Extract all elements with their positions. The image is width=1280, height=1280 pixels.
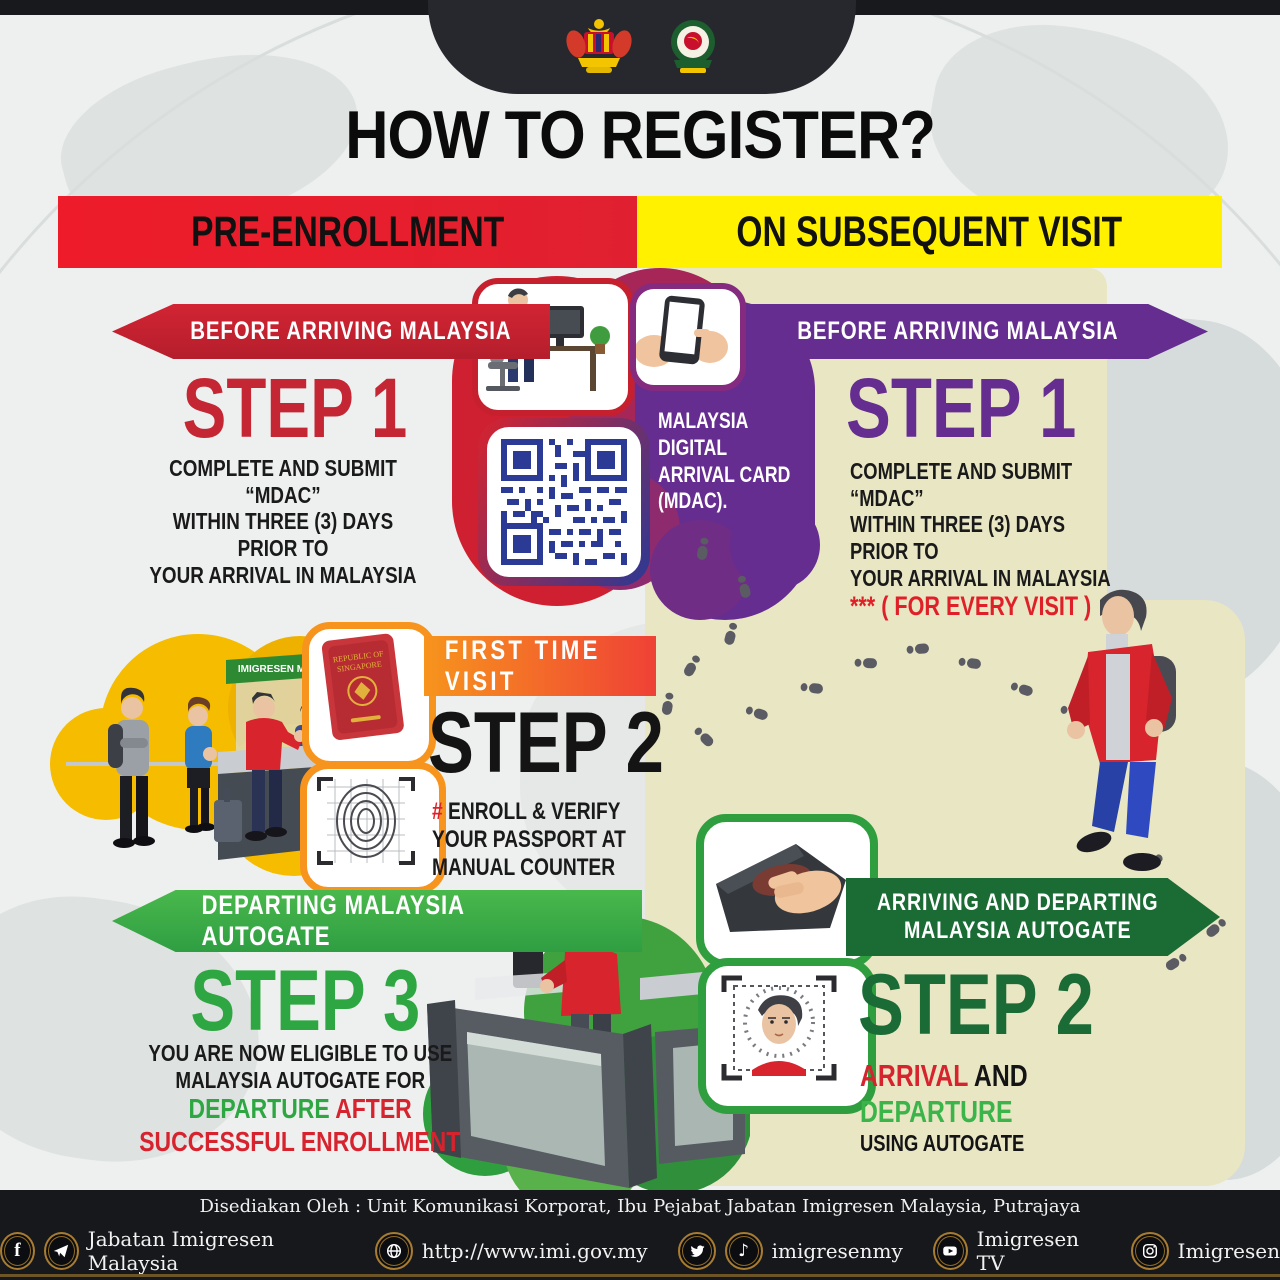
social-group-youtube: Imigresen TV xyxy=(932,1226,1101,1275)
card-fingerprint-scanner xyxy=(696,814,878,968)
social-label: imigresenmy xyxy=(771,1238,903,1263)
globe-icon[interactable] xyxy=(374,1231,413,1270)
sub-step1-title: STEP 1 xyxy=(846,361,1077,455)
facebook-icon[interactable]: f xyxy=(0,1231,35,1270)
tag-before-arriving-left: BEFORE ARRIVING MALAYSIA xyxy=(112,304,550,359)
tiktok-icon[interactable]: ♪ xyxy=(724,1231,763,1270)
fingerprint-scanner-illustration xyxy=(716,844,846,932)
social-label: Imigresen TV xyxy=(976,1226,1080,1275)
instagram-icon[interactable] xyxy=(1130,1231,1169,1270)
departure-word: DEPARTURE xyxy=(188,1093,330,1125)
mdac-label: MALAYSIA DIGITAL ARRIVAL CARD (MDAC). xyxy=(658,408,791,514)
social-label: http://www.imi.gov.my xyxy=(421,1238,648,1263)
card-qr-code xyxy=(478,418,650,586)
page-title: HOW TO REGISTER? xyxy=(345,97,936,173)
footer: Disediakan Oleh : Unit Komunikasi Korpor… xyxy=(0,1190,1280,1280)
walking-traveller-illustration xyxy=(1067,589,1176,871)
hash-mark: # xyxy=(432,798,443,825)
social-group-facebook-telegram: f Jabatan Imigresen Malaysia xyxy=(0,1227,345,1275)
footer-socials: f Jabatan Imigresen Malaysia http://www.… xyxy=(0,1227,1280,1275)
after-word: AFTER xyxy=(329,1093,412,1125)
malaysia-coat-of-arms-icon xyxy=(562,16,636,78)
banner-on-subsequent-visit: ON SUBSEQUENT VISIT xyxy=(637,196,1222,268)
imigresen-logo-icon xyxy=(664,16,722,78)
pre-step1-title: STEP 1 xyxy=(182,361,408,455)
pre-step3-desc: YOU ARE NOW ELIGIBLE TO USE MALAYSIA AUT… xyxy=(139,1040,461,1157)
card-mobile-mdac xyxy=(630,283,746,391)
face-scan-illustration xyxy=(721,975,837,1081)
social-group-twitter-tiktok: ♪ imigresenmy xyxy=(677,1231,903,1270)
pre-step2-desc: # ENROLL & VERIFY YOUR PASSPORT AT MANUA… xyxy=(432,798,626,881)
card-passport: REPUBLIC OF SINGAPORE xyxy=(302,622,436,768)
social-label: Jabatan Imigresen Malaysia xyxy=(87,1226,274,1275)
enrollment-line: SUCCESSFUL ENROLLMENT xyxy=(139,1125,461,1157)
telegram-icon[interactable] xyxy=(43,1231,79,1270)
sub-step2-title: STEP 2 xyxy=(858,957,1094,1053)
social-label: Imigresen xyxy=(1177,1238,1280,1263)
tag-departing-autogate: DEPARTING MALAYSIA AUTOGATE xyxy=(112,890,642,952)
for-every-visit-note: *** ( FOR EVERY VISIT ) xyxy=(850,591,1092,622)
pre-step3-title: STEP 3 xyxy=(190,953,420,1049)
tag-before-arriving-right: BEFORE ARRIVING MALAYSIA xyxy=(748,304,1208,359)
sub-step2-desc: ARRIVAL AND DEPARTURE USING AUTOGATE xyxy=(860,1058,1028,1156)
header-badge xyxy=(428,0,856,94)
hands-holding-phone-illustration xyxy=(636,295,728,367)
social-group-website: http://www.imi.gov.my xyxy=(374,1231,648,1270)
sub-step1-desc: COMPLETE AND SUBMIT “MDAC” WITHIN THREE … xyxy=(850,458,1111,622)
card-fingerprint xyxy=(300,762,446,894)
arrival-word: ARRIVAL xyxy=(860,1058,968,1093)
pre-step1-desc: COMPLETE AND SUBMIT “MDAC” WITHIN THREE … xyxy=(149,455,417,588)
departure-word-right: DEPARTURE xyxy=(860,1094,1013,1129)
footer-credit: Disediakan Oleh : Unit Komunikasi Korpor… xyxy=(199,1195,1081,1217)
passport-illustration: REPUBLIC OF SINGAPORE xyxy=(321,633,404,740)
banner-pre-enrollment: PRE-ENROLLMENT xyxy=(58,196,637,268)
footer-gold-line xyxy=(0,1274,1280,1277)
pre-step2-title: STEP 2 xyxy=(428,695,664,791)
tag-first-time-visit: FIRST TIME VISIT xyxy=(424,635,656,696)
card-face-recognition xyxy=(698,958,876,1114)
youtube-icon[interactable] xyxy=(932,1231,968,1270)
tag-arriving-departing-autogate: ARRIVING AND DEPARTING MALAYSIA AUTOGATE xyxy=(846,878,1220,956)
fingerprint-scan-illustration xyxy=(317,777,415,865)
twitter-icon[interactable] xyxy=(677,1231,716,1270)
counter-sign: IMIGRESEN MALAYSIA xyxy=(238,664,348,675)
social-group-instagram: Imigresen xyxy=(1130,1231,1280,1270)
qr-code xyxy=(501,439,627,565)
